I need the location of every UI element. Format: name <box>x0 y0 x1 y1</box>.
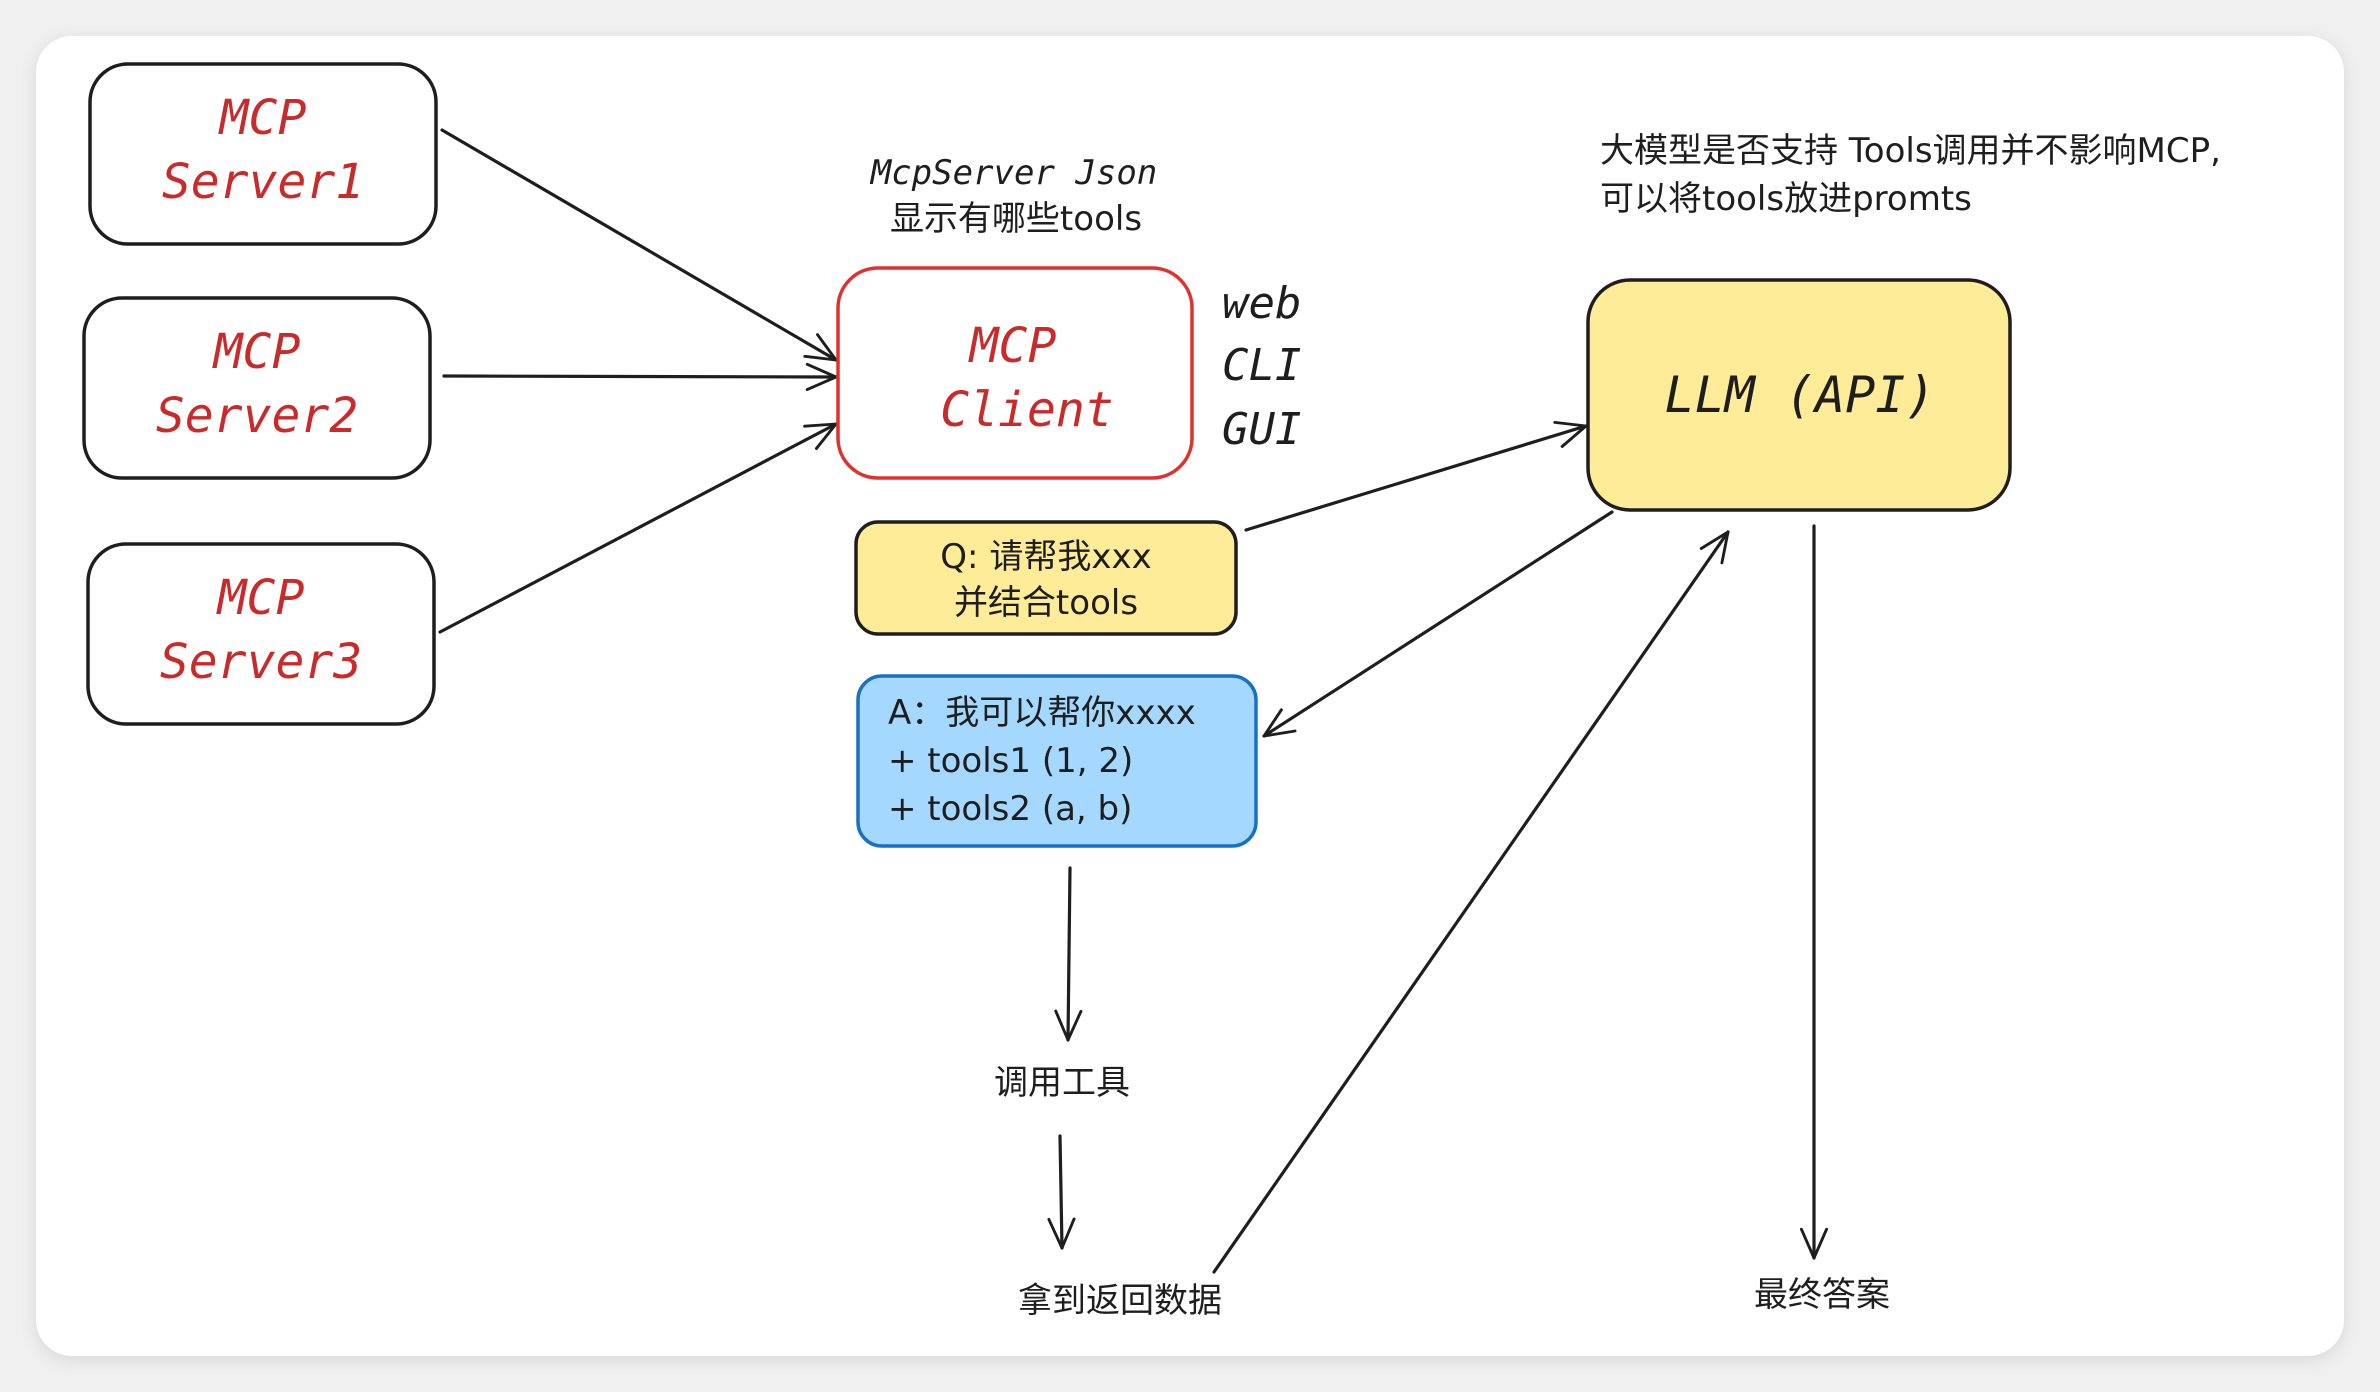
interface-gui: GUI <box>1222 404 1301 455</box>
llm-note-line-1: 大模型是否支持 Tools调用并不影响MCP, <box>1600 131 2221 171</box>
step-get-data: 拿到返回数据 <box>1018 1281 1222 1321</box>
step-call-tool: 调用工具 <box>994 1063 1130 1103</box>
mcp-server-1-box: MCP Server1 <box>88 62 438 246</box>
answer-line-3: + tools2 (a, b) <box>888 789 1132 829</box>
arrow-server1-to-client <box>440 128 838 362</box>
arrow-llm-to-answer <box>1262 510 1614 738</box>
interface-cli: CLI <box>1222 340 1301 391</box>
server-2-label-top: MCP <box>212 324 301 380</box>
answer-line-2: + tools1 (1, 2) <box>888 741 1133 781</box>
arrow-answer-to-call-tool <box>1054 866 1083 1042</box>
arrow-question-to-llm <box>1244 420 1588 532</box>
question-line-2: 并结合tools <box>954 583 1138 623</box>
server-1-label-top: MCP <box>218 90 307 146</box>
llm-api-box: LLM (API) <box>1586 278 2012 512</box>
arrow-server2-to-client <box>442 362 838 391</box>
server-3-label-bottom: Server3 <box>160 634 362 690</box>
server-1-label-bottom: Server1 <box>162 154 364 210</box>
client-note-tools: 显示有哪些tools <box>890 199 1142 239</box>
llm-note-line-2: 可以将tools放进promts <box>1600 179 1972 219</box>
client-label-top: MCP <box>968 318 1057 374</box>
llm-label: LLM (API) <box>1665 366 1936 424</box>
step-final-answer: 最终答案 <box>1754 1275 1890 1315</box>
mcp-client-box: MCP Client <box>836 266 1194 480</box>
server-3-label-top: MCP <box>216 570 305 626</box>
question-line-1: Q: 请帮我xxx <box>940 537 1151 577</box>
answer-line-1: A：我可以帮你xxxx <box>888 693 1196 733</box>
arrow-server3-to-client <box>438 422 838 634</box>
arrow-call-tool-to-get-data <box>1047 1134 1076 1250</box>
mcp-server-3-box: MCP Server3 <box>86 542 436 726</box>
client-note-json: McpServer Json <box>870 153 1158 193</box>
mcp-server-2-box: MCP Server2 <box>82 296 432 480</box>
answer-box: A：我可以帮你xxxx + tools1 (1, 2) + tools2 (a,… <box>856 674 1258 848</box>
interface-web: web <box>1222 278 1301 329</box>
arrow-get-data-to-llm <box>1212 530 1730 1274</box>
client-label-bottom: Client <box>940 382 1113 438</box>
server-2-label-bottom: Server2 <box>156 388 358 444</box>
question-box: Q: 请帮我xxx 并结合tools <box>854 520 1238 636</box>
